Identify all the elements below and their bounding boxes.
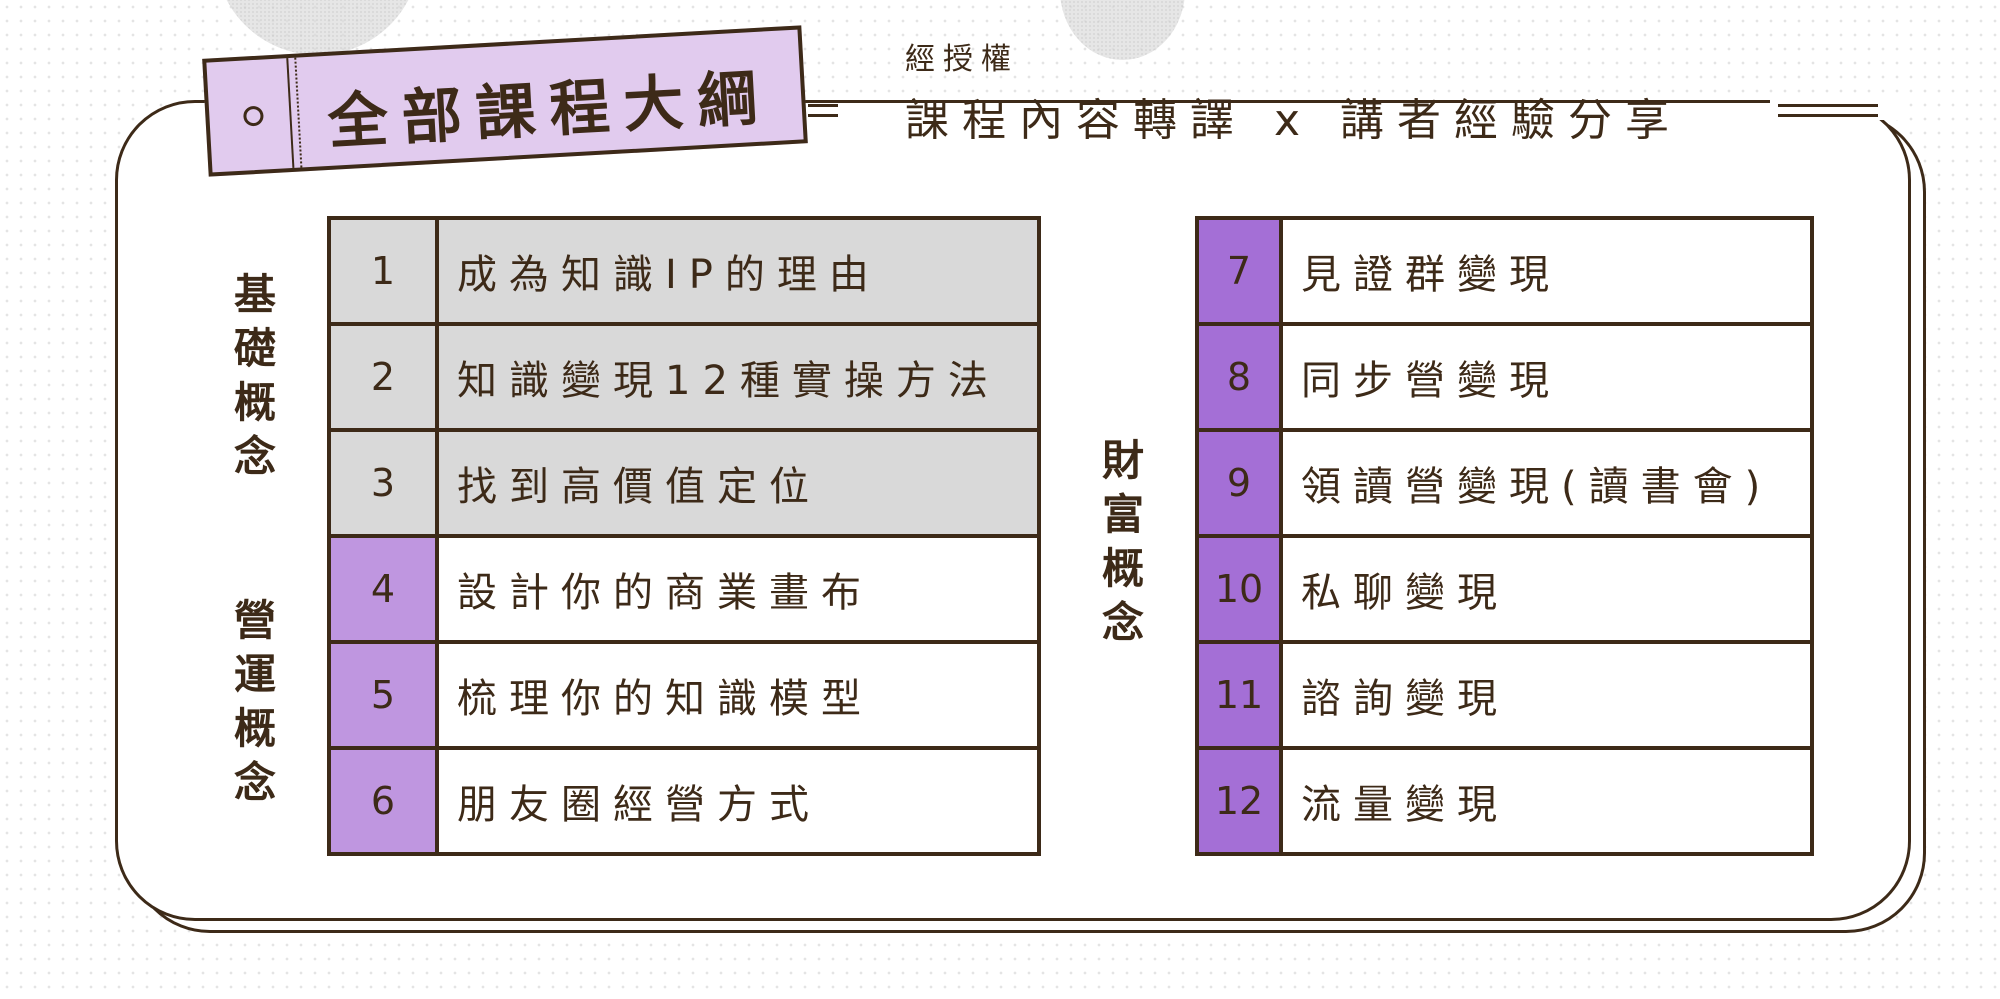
group-label-wealth: 財富概念: [1101, 436, 1144, 647]
course-number: 10: [1195, 534, 1283, 644]
group-label-ops: 營運概念: [233, 596, 276, 807]
divider: [808, 104, 838, 107]
headline: 課程內容轉譯 x 講者經驗分享: [905, 95, 1683, 146]
tag-fold: [286, 58, 295, 168]
course-title: 見證群變現: [1279, 216, 1814, 326]
course-number: 4: [327, 534, 439, 644]
divider: [1778, 114, 1878, 117]
tag-perforation: [294, 57, 303, 168]
decor-circle: [1060, 0, 1185, 60]
course-title: 設計你的商業畫布: [435, 534, 1041, 644]
ring-icon: [242, 105, 264, 127]
course-title: 領讀營變現(讀書會): [1279, 428, 1814, 538]
course-title: 同步營變現: [1279, 322, 1814, 432]
course-title: 梳理你的知識模型: [435, 640, 1041, 750]
course-title: 成為知識IP的理由: [435, 216, 1041, 326]
course-number: 9: [1195, 428, 1283, 538]
subtitle: 經授權: [905, 42, 1019, 77]
group-label-basic: 基礎概念: [233, 270, 276, 481]
course-number: 7: [1195, 216, 1283, 326]
course-number: 8: [1195, 322, 1283, 432]
course-number: 3: [327, 428, 439, 538]
page-title: 全部課程大綱: [325, 63, 774, 158]
course-number: 1: [327, 216, 439, 326]
divider: [1778, 104, 1878, 107]
course-title: 找到高價值定位: [435, 428, 1041, 538]
decor-circle: [215, 0, 420, 55]
course-title: 知識變現12種實操方法: [435, 322, 1041, 432]
course-number: 2: [327, 322, 439, 432]
divider: [808, 114, 838, 117]
course-title: 流量變現: [1279, 746, 1814, 856]
course-number: 12: [1195, 746, 1283, 856]
course-title: 諮詢變現: [1279, 640, 1814, 750]
course-number: 6: [327, 746, 439, 856]
course-number: 11: [1195, 640, 1283, 750]
course-title: 朋友圈經營方式: [435, 746, 1041, 856]
course-number: 5: [327, 640, 439, 750]
course-title: 私聊變現: [1279, 534, 1814, 644]
